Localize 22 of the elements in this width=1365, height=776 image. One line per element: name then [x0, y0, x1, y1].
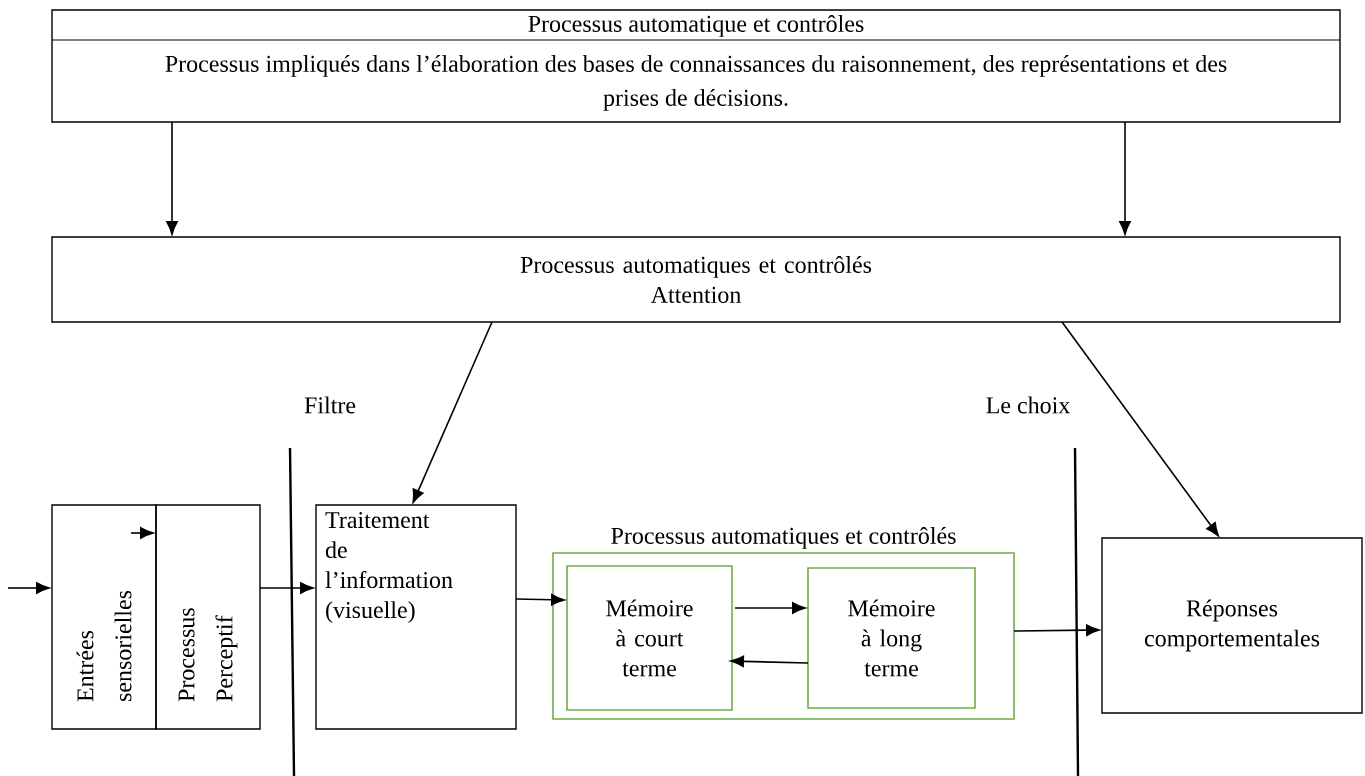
arrow — [515, 593, 565, 606]
arrow — [1013, 624, 1100, 636]
arrow — [7, 582, 50, 594]
arrow — [130, 527, 154, 539]
heading-box: Processus automatique et contrôles Processus impliqués dans l’élaboration des bases de connaissances du raisonnement, des représentations et des prises de décisions. — [51, 9, 1341, 123]
process-box: Entrées sensorielles — [51, 504, 157, 730]
arrow — [1061, 321, 1219, 537]
node-label: Processus automatiques et contrôlés — [611, 526, 956, 549]
arrow — [734, 602, 806, 614]
process-box: Réponses comportementales — [1101, 537, 1363, 714]
process-box: Mémoire à court terme — [566, 565, 733, 711]
arrow — [259, 582, 314, 594]
process-box: Processus Perceptif — [155, 504, 261, 730]
arrow — [412, 321, 493, 503]
label-text: Filtre — [304, 396, 356, 414]
process-box: Traitement de l’information (visuelle) — [315, 504, 517, 730]
process-box: Mémoire à long terme — [807, 567, 976, 709]
arrow — [730, 655, 809, 668]
process-box: Processus automatiques et contrôlés Attention — [51, 236, 1341, 323]
label-text: Le choix — [986, 396, 1071, 414]
arrow — [166, 121, 178, 235]
arrow — [1119, 121, 1131, 235]
